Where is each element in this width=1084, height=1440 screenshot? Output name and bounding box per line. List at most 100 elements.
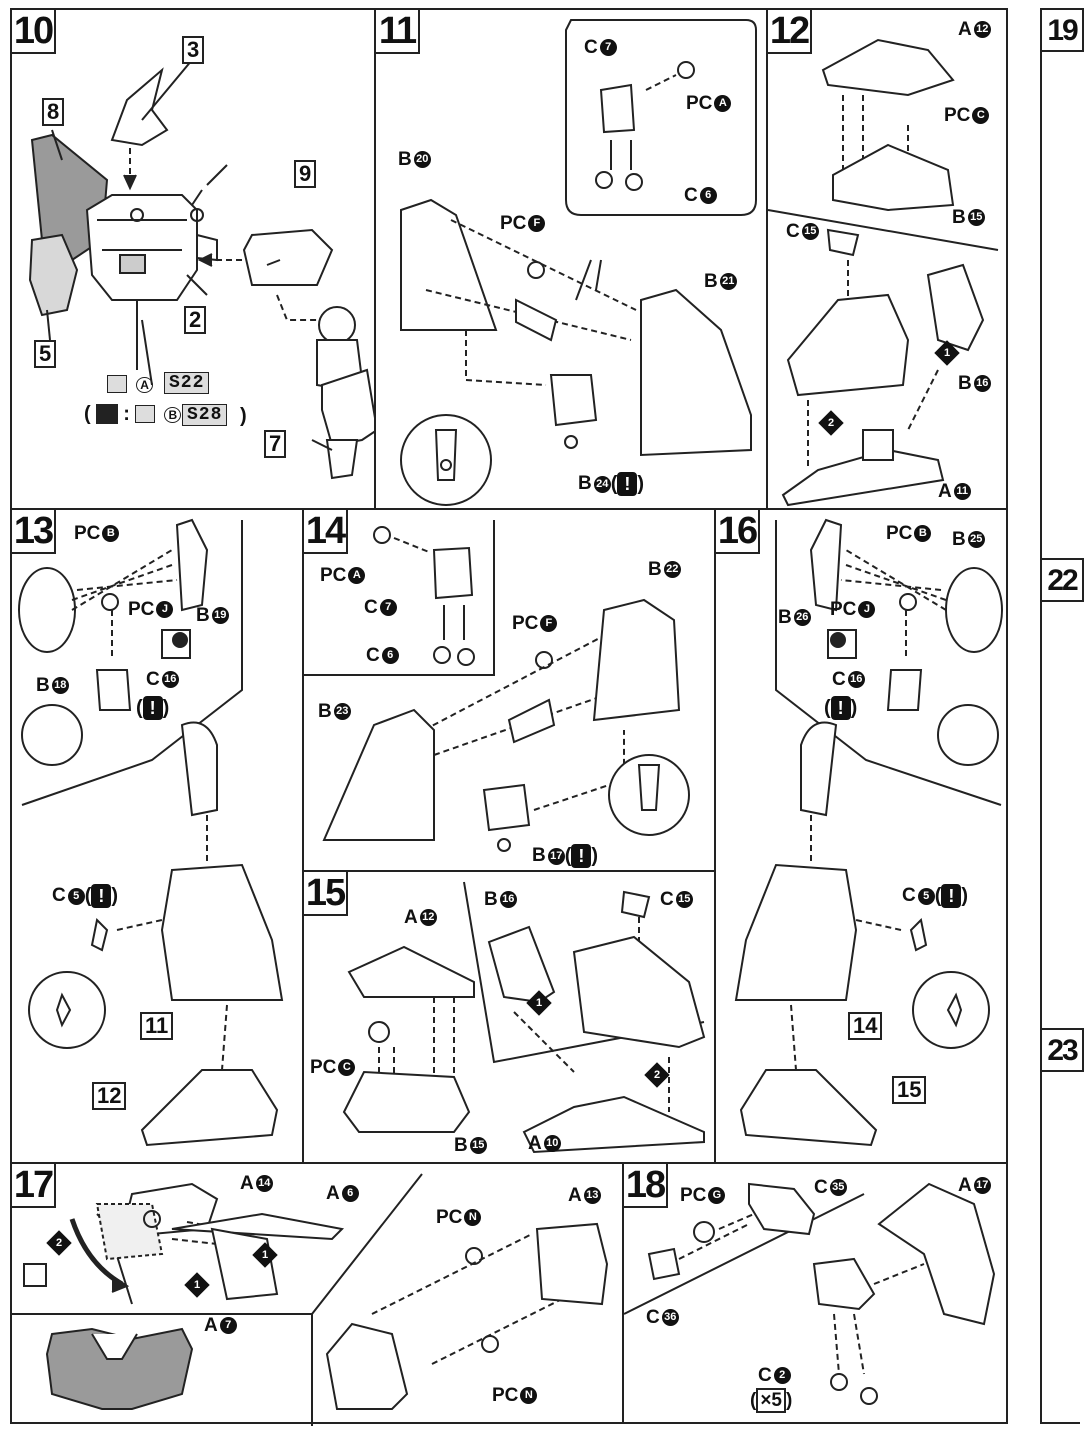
step-number: 18 bbox=[624, 1164, 668, 1208]
part-ref-9: 9 bbox=[294, 160, 317, 188]
step-ref-14: 14 bbox=[848, 1012, 883, 1040]
order-marker-1: 1 bbox=[526, 990, 552, 1016]
step-11-illustration bbox=[400, 19, 757, 506]
part-ref-3: 3 bbox=[182, 36, 205, 64]
step-10-illustration bbox=[28, 59, 379, 480]
step-22-panel: 22 bbox=[1040, 558, 1084, 1030]
step-14-illustration bbox=[304, 520, 690, 852]
step-number: 11 bbox=[376, 10, 420, 54]
warning-icon: ! bbox=[941, 884, 962, 908]
step-number: 16 bbox=[716, 510, 760, 554]
step-15-illustration bbox=[342, 881, 706, 1154]
order-marker-1: 1 bbox=[934, 340, 960, 366]
warning-icon: ! bbox=[617, 472, 638, 496]
step-13-panel: 13 bbox=[10, 508, 304, 1164]
part-ref-5: 5 bbox=[34, 340, 57, 368]
seal-a-marker: A bbox=[136, 377, 153, 393]
step-17-illustration bbox=[12, 1173, 609, 1426]
step-16-panel: 16 bbox=[714, 508, 1008, 1164]
step-18-illustration bbox=[623, 1182, 996, 1405]
order-marker-1a: 1 bbox=[252, 1242, 278, 1268]
step-16-illustration bbox=[734, 518, 1003, 1147]
step-number: 13 bbox=[12, 510, 56, 554]
seal-b-close: ) bbox=[240, 405, 247, 427]
step-number: 12 bbox=[768, 10, 812, 54]
warning-icon: ! bbox=[142, 696, 163, 720]
shade-icon bbox=[95, 404, 118, 424]
c16-warning: (!) bbox=[824, 696, 858, 720]
seal-b-marker: B bbox=[164, 407, 182, 424]
order-marker-1b: 1 bbox=[184, 1272, 210, 1298]
step-number: 22 bbox=[1040, 558, 1084, 602]
step-number: 19 bbox=[1040, 8, 1084, 52]
step-19-panel: 19 bbox=[1040, 8, 1084, 560]
step-10-panel: 10 bbox=[10, 8, 379, 510]
part-ref-8: 8 bbox=[42, 98, 65, 126]
order-marker-2: 2 bbox=[46, 1230, 72, 1256]
warning-icon: ! bbox=[91, 884, 112, 908]
step-23-panel: 23 bbox=[1040, 1028, 1084, 1424]
order-marker-2: 2 bbox=[644, 1062, 670, 1088]
warning-icon: ! bbox=[571, 844, 592, 868]
step-number: 14 bbox=[304, 510, 348, 554]
step-11-panel: 11 bbox=[374, 8, 768, 510]
seal-b-row: ( : B bbox=[84, 404, 185, 425]
part-ref-2: 2 bbox=[184, 306, 207, 334]
seal-a-row: A bbox=[107, 374, 157, 395]
part-ref-7: 7 bbox=[264, 430, 287, 458]
step-number: 17 bbox=[12, 1164, 56, 1208]
step-17-panel: 17 bbox=[10, 1162, 624, 1426]
c16-warning: (!) bbox=[136, 696, 170, 720]
seal-a-code: S22 bbox=[164, 372, 210, 394]
seal-b-code: S28 bbox=[182, 404, 228, 426]
step-number: 10 bbox=[12, 10, 56, 54]
